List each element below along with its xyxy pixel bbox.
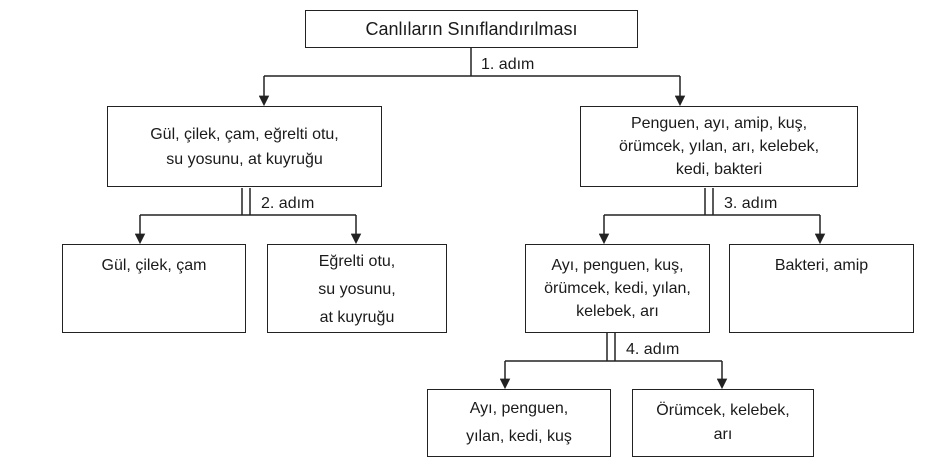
box-line: Ayı, penguen, kuş, <box>551 257 684 274</box>
seedless-plants-box: Eğrelti otu, su yosunu, at kuyruğu <box>267 244 447 333</box>
step-3-label: 3. adım <box>724 195 778 212</box>
invertebrates-box: Örümcek, kelebek, arı <box>632 389 814 457</box>
box-line: arı <box>713 426 733 443</box>
root-box: Canlıların Sınıflandırılması <box>305 10 638 48</box>
step-2-label: 2. adım <box>261 195 315 212</box>
step-3-connector <box>598 188 826 245</box>
step-4-connector <box>499 333 728 390</box>
plants-group-box: Gül, çilek, çam, eğrelti otu, su yosunu,… <box>107 106 382 187</box>
box-line: Gül, çilek, çam, eğrelti otu, <box>150 125 339 143</box>
step-1-connector <box>258 47 686 107</box>
box-line: yılan, kedi, kuş <box>466 428 572 445</box>
box-line: Eğrelti otu, <box>318 253 396 270</box>
seed-plants-box: Gül, çilek, çam <box>62 244 246 333</box>
box-line: Gül, çilek, çam <box>101 257 207 274</box>
multicellular-animals-box: Ayı, penguen, kuş, örümcek, kedi, yılan,… <box>525 244 710 333</box>
box-line: at kuyruğu <box>319 309 395 326</box>
box-line: Penguen, ayı, amip, kuş, <box>630 115 808 132</box>
box-line: Bakteri, amip <box>774 257 869 274</box>
box-line: kelebek, arı <box>576 303 659 320</box>
box-line: su yosunu, <box>318 281 396 298</box>
box-line: kedi, bakteri <box>675 161 763 178</box>
vertebrates-box: Ayı, penguen, yılan, kedi, kuş <box>427 389 611 457</box>
animals-group-box: Penguen, ayı, amip, kuş, örümcek, yılan,… <box>580 106 858 187</box>
box-line: örümcek, yılan, arı, kelebek, <box>618 138 820 155</box>
box-line: su yosunu, at kuyruğu <box>166 150 323 168</box>
box-line: Ayı, penguen, <box>469 400 569 417</box>
box-line: örümcek, kedi, yılan, <box>544 280 691 297</box>
unicellular-box: Bakteri, amip <box>729 244 914 333</box>
root-label: Canlıların Sınıflandırılması <box>365 18 578 39</box>
step-2-connector <box>134 188 362 245</box>
step-1-label: 1. adım <box>481 56 535 73</box>
box-line: Örümcek, kelebek, <box>656 402 790 419</box>
step-4-label: 4. adım <box>626 341 680 358</box>
